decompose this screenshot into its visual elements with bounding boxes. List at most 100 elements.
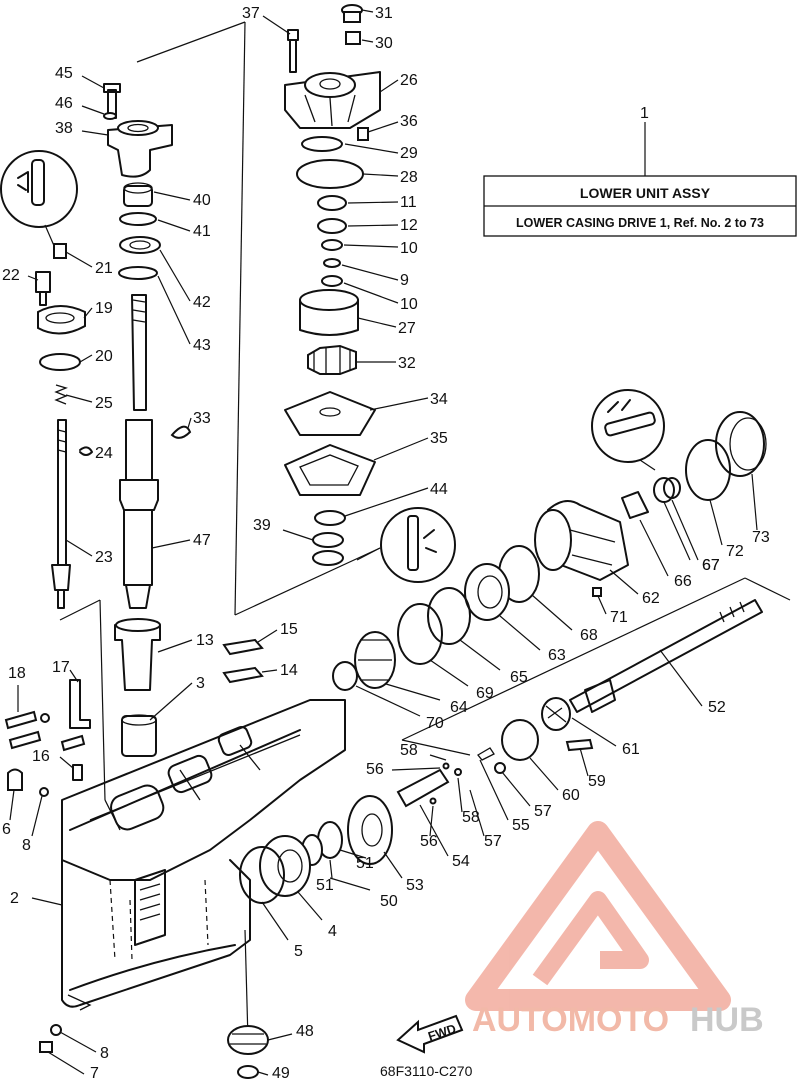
callout-leader [457,777,463,813]
part-callout: 6 [2,821,11,838]
callout-leader [362,173,399,177]
callout-leader [639,519,669,577]
part-callout: 45 [55,65,73,82]
callout-leader [297,891,323,921]
callout-leader [373,437,429,461]
part-callout: 15 [280,621,298,638]
callout-leader [59,756,74,769]
part-callout: 69 [476,685,494,702]
part-callout: 36 [400,113,418,130]
part-callout: 13 [196,632,214,649]
callout-leader [355,685,421,717]
callout-leader [159,249,191,302]
callout-leader [609,569,639,595]
callout-leader [369,397,429,411]
callout-leader [671,499,699,561]
part-callout: 21 [95,260,113,277]
part-callout: 71 [610,609,628,626]
callout-leader [361,39,374,43]
part-callout: 70 [426,715,444,732]
callout-leader [257,629,278,643]
part-callout: 59 [588,773,606,790]
part-callout: 64 [450,699,468,716]
part-callout: 66 [674,573,692,590]
part-callout: 5 [294,943,303,960]
callout-leader [361,9,374,13]
part-callout: 43 [193,337,211,354]
callout-leader [429,805,434,837]
part-callout: 56 [420,833,438,850]
callout-leader [571,717,617,747]
part-callout: 23 [95,549,113,566]
part-callout: 10 [400,240,418,257]
callout-leader [347,224,399,227]
callout-leader [157,275,191,345]
callout-leader [81,130,109,136]
part-callout: 17 [52,659,70,676]
callout-leader [27,275,39,281]
part-callout: 3 [196,675,205,692]
callout-leader [344,143,399,154]
callout-leader [663,501,691,561]
callout-leader [151,539,191,549]
callout-leader [529,757,559,791]
prop-shaft-parts [227,389,767,1079]
part-callout: 63 [548,647,566,664]
part-callout: 19 [95,300,113,317]
part-callout: 39 [253,517,271,534]
callout-leader [344,487,429,517]
callout-leader [47,1051,85,1075]
part-callout: 4 [328,923,337,940]
fasteners-left [4,679,91,1053]
part-callout: 48 [296,1023,314,1040]
callout-leader [9,789,15,821]
part-callout: 22 [2,267,20,284]
part-callout: 35 [430,430,448,447]
part-callout: 24 [95,445,113,462]
part-callout: 58 [462,809,480,826]
part-callout: 29 [400,145,418,162]
callout-leader [339,849,367,859]
callout-leader [81,105,105,115]
assembly-guide-lines [59,21,791,1041]
part-callout: 38 [55,120,73,137]
part-callout: 54 [452,853,470,870]
part-callout: 20 [95,348,113,365]
callout-leader [187,417,192,429]
detail-circle-left [0,150,78,228]
part-callout: 37 [242,5,260,22]
part-callout: 18 [8,665,26,682]
drive-shaft-parts [103,83,264,757]
part-callout: 31 [375,5,393,22]
part-callout: 33 [193,410,211,427]
callout-leader [659,649,703,707]
part-callout: 61 [622,741,640,758]
part-callout: 67 [702,557,720,574]
part-callout: 8 [22,837,31,854]
part-callout: 57 [534,803,552,820]
part-callout: 51 [316,877,334,894]
callout-leader [709,499,723,546]
callout-leader [65,394,93,403]
callout-leader [357,317,397,328]
callout-leader [341,264,399,281]
watermark-text-automoto: AUTOMOTO [472,1001,669,1039]
callout-leader [59,1031,97,1053]
part-callout: 14 [280,662,298,679]
part-callout: 27 [398,320,416,337]
callout-leader [367,121,399,133]
part-callout: 7 [90,1065,99,1081]
detail-circle-center [380,507,456,583]
part-callout: 67 [702,557,720,574]
part-callout: 53 [406,877,424,894]
assembly-ref-number: 1 [640,105,649,122]
callout-leader [257,1071,269,1076]
callout-leader [157,639,193,653]
part-callout: 65 [510,669,528,686]
part-callout: 49 [272,1065,290,1081]
callout-leader [469,789,485,837]
callout-leader [429,659,469,687]
part-callout: 32 [398,355,416,372]
callout-leader [79,354,93,363]
